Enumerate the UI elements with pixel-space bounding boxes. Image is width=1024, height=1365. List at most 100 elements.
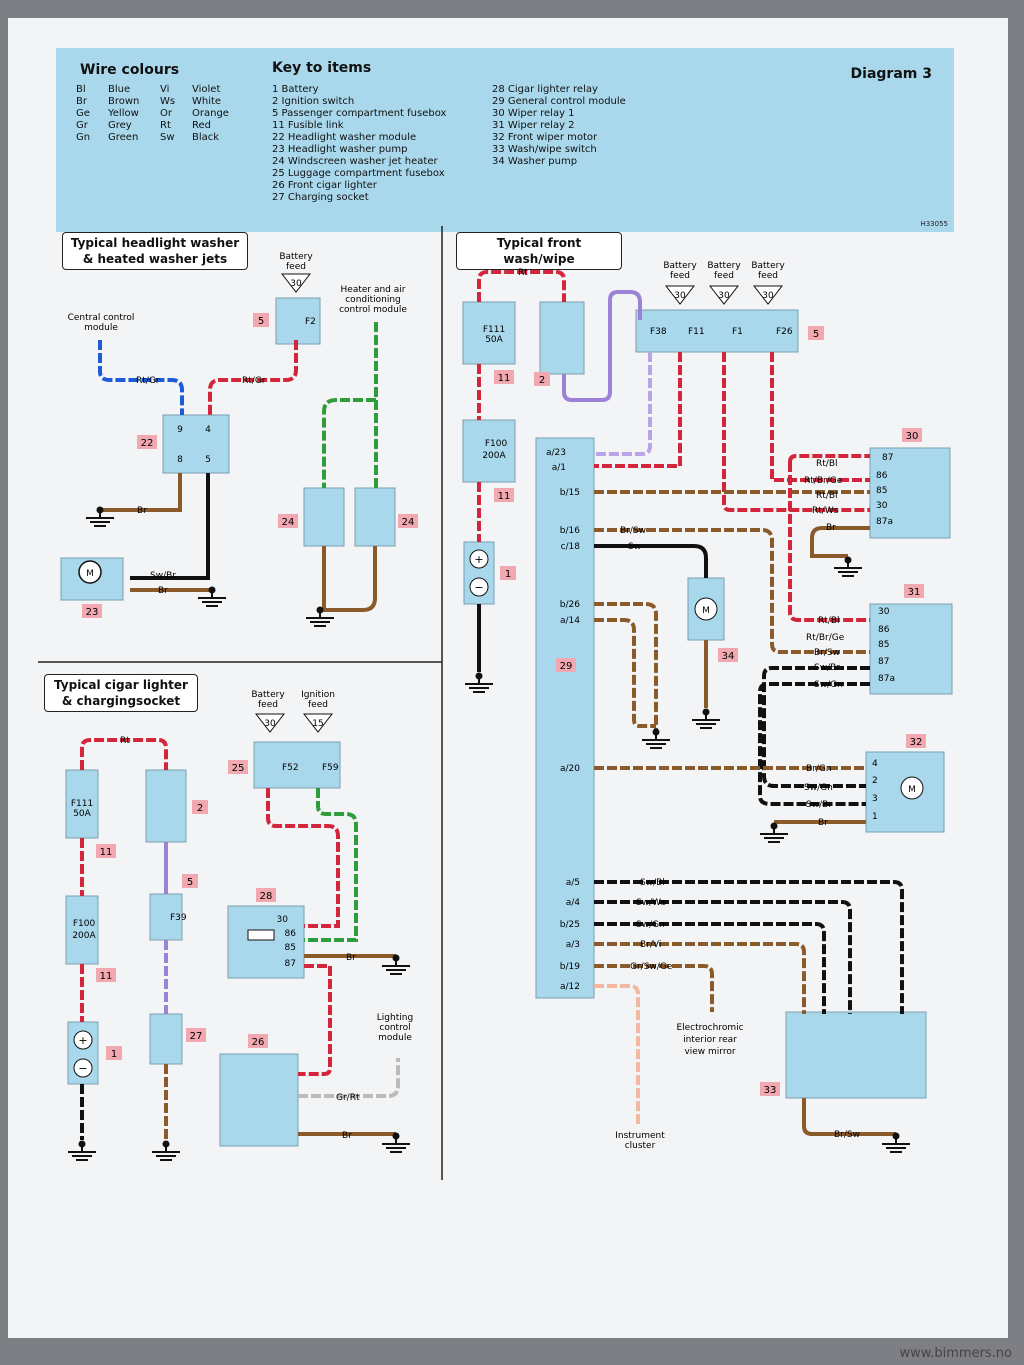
svg-text:30: 30 — [277, 915, 289, 925]
wire-colour-code: Or — [160, 108, 172, 119]
svg-text:Br/Vi: Br/Vi — [640, 940, 661, 950]
svg-text:b/16: b/16 — [560, 526, 580, 536]
wash-title-line: Typical front wash/wipe — [496, 236, 582, 266]
lighting-module-label-2: control — [379, 1023, 410, 1033]
key-item: 22 Headlight washer module — [272, 132, 417, 143]
svg-text:11: 11 — [498, 373, 511, 384]
svg-text:F52: F52 — [282, 763, 299, 773]
wire-colour-name: Yellow — [108, 108, 139, 119]
svg-text:b/19: b/19 — [560, 962, 580, 972]
ignition-feed-label-1: Ignition — [301, 690, 335, 700]
wire-colour-code: Vi — [160, 84, 170, 95]
svg-text:Br: Br — [137, 506, 147, 516]
svg-text:a/23: a/23 — [546, 448, 566, 458]
svg-text:a/5: a/5 — [566, 878, 580, 888]
svg-text:8: 8 — [177, 455, 183, 465]
key-item: 33 Wash/wipe switch — [492, 144, 597, 155]
wire-colour-code: Rt — [160, 120, 171, 131]
svg-text:24: 24 — [282, 517, 295, 528]
svg-text:Rt: Rt — [518, 268, 528, 278]
wire-colour-code: Sw — [160, 132, 175, 143]
wire-colour-code: Bl — [76, 84, 86, 95]
svg-text:F59: F59 — [322, 763, 339, 773]
svg-text:86: 86 — [878, 625, 890, 635]
battery-feed-label-b2: feed — [258, 700, 278, 710]
svg-text:b/25: b/25 — [560, 920, 580, 930]
svg-text:30: 30 — [878, 607, 890, 617]
svg-text:F39: F39 — [170, 913, 187, 923]
key-item: 29 General control module — [492, 96, 626, 107]
svg-text:Br: Br — [158, 586, 168, 596]
svg-text:11: 11 — [498, 491, 511, 502]
svg-text:87: 87 — [878, 657, 889, 667]
key-item: 31 Wiper relay 2 — [492, 120, 575, 131]
svg-text:M: M — [86, 569, 94, 579]
svg-text:Sw/Gn: Sw/Gn — [814, 680, 843, 690]
battery-feed-label-d2: feed — [714, 271, 734, 281]
svg-text:M: M — [908, 785, 916, 795]
svg-text:a/14: a/14 — [560, 616, 580, 626]
svg-text:25: 25 — [232, 763, 245, 774]
svg-text:33: 33 — [764, 1085, 777, 1096]
wire-colours-title: Wire colours — [80, 62, 180, 78]
svg-text:30: 30 — [674, 291, 686, 301]
svg-text:Sw/Br: Sw/Br — [150, 571, 176, 581]
battery-feed-label-d1: Battery — [707, 261, 741, 271]
svg-text:Br: Br — [346, 953, 356, 963]
svg-text:+: + — [78, 1034, 87, 1047]
cigar-lighter-title: Typical cigar lighter & chargingsocket — [44, 674, 198, 712]
svg-text:Br/Sw: Br/Sw — [814, 648, 840, 658]
svg-text:Sw/Bl: Sw/Bl — [640, 878, 665, 888]
jet-heater-24a — [303, 487, 345, 547]
svg-text:5: 5 — [813, 329, 819, 340]
wire-colour-name: Green — [108, 132, 139, 143]
wire-colour-name: Blue — [108, 84, 131, 95]
svg-text:85: 85 — [285, 943, 296, 953]
svg-text:F2: F2 — [305, 317, 316, 327]
svg-text:F11: F11 — [688, 327, 705, 337]
headlight-washer-title: Typical headlight washer & heated washer… — [62, 232, 248, 270]
svg-text:b/15: b/15 — [560, 488, 580, 498]
svg-text:Rt/Br/Ge: Rt/Br/Ge — [804, 476, 843, 486]
svg-text:Rt: Rt — [120, 736, 130, 746]
wire-colour-code: Ws — [160, 96, 176, 107]
svg-text:Br: Br — [342, 1131, 352, 1141]
key-item: 26 Front cigar lighter — [272, 180, 377, 191]
fusebox-5-left — [275, 297, 321, 345]
svg-text:11: 11 — [100, 971, 113, 982]
battery-feed-label-e2: feed — [758, 271, 778, 281]
svg-text:+: + — [474, 553, 483, 566]
battery-feed-label-e1: Battery — [751, 261, 785, 271]
battery-feed-label-c1: Battery — [663, 261, 697, 271]
svg-text:Br/Sw: Br/Sw — [620, 526, 646, 536]
key-item: 5 Passenger compartment fusebox — [272, 108, 447, 119]
svg-text:F38: F38 — [650, 327, 667, 337]
key-item: 30 Wiper relay 1 — [492, 108, 575, 119]
svg-text:87a: 87a — [876, 517, 893, 527]
key-item: 2 Ignition switch — [272, 96, 355, 107]
heater-module-label-1: Heater and air — [341, 285, 406, 295]
svg-text:5: 5 — [205, 455, 211, 465]
svg-text:34: 34 — [722, 651, 735, 662]
svg-text:a/3: a/3 — [566, 940, 580, 950]
battery-feed-label-c2: feed — [670, 271, 690, 281]
svg-text:Br: Br — [826, 523, 836, 533]
heater-module-label-2: conditioning — [345, 295, 401, 305]
svg-text:Rt/Ws: Rt/Ws — [812, 506, 839, 516]
svg-text:29: 29 — [560, 661, 573, 672]
key-item: 1 Battery — [272, 84, 319, 95]
svg-text:85: 85 — [876, 486, 887, 496]
front-wash-wipe-title: Typical front wash/wipe — [456, 232, 622, 270]
svg-text:32: 32 — [910, 737, 923, 748]
lighting-module-label-3: module — [378, 1033, 412, 1043]
key-item: 32 Front wiper motor — [492, 132, 598, 143]
wire-colour-code: Gr — [76, 120, 88, 131]
svg-text:Rt/Gr: Rt/Gr — [136, 376, 160, 386]
svg-text:2: 2 — [197, 803, 203, 814]
svg-text:Rt/Bl: Rt/Bl — [816, 459, 838, 469]
svg-text:Rt/Bl: Rt/Bl — [818, 616, 840, 626]
wire-colour-name: Black — [192, 132, 220, 143]
svg-text:b/26: b/26 — [560, 600, 580, 610]
